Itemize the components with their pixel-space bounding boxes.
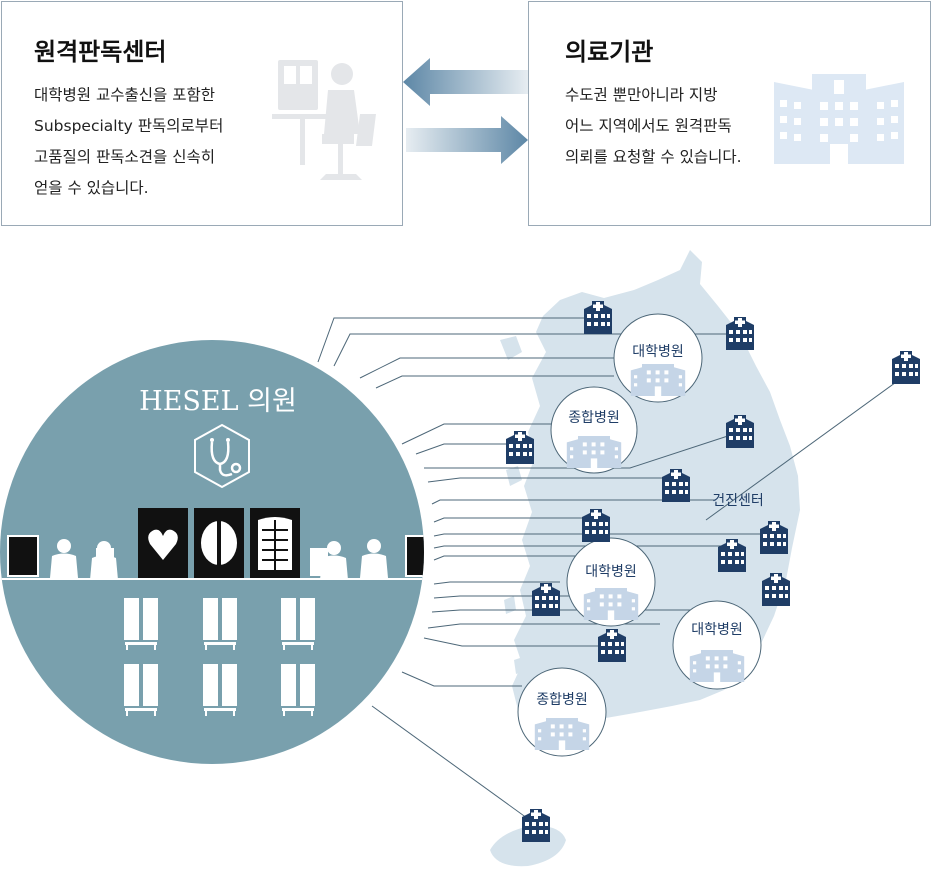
brain-scan-icon <box>194 508 244 578</box>
description-line: 고품질의 판독소견을 신속히 <box>34 148 215 166</box>
remote-reading-center-title: 원격판독센터 <box>34 38 167 66</box>
description-line: 수도권 뿐만아니라 지방 <box>565 86 718 104</box>
medical-institution-description: 수도권 뿐만아니라 지방 어느 지역에서도 원격판독 의뢰를 요청할 수 있습니… <box>565 80 742 173</box>
hospital-marker-icon <box>522 809 550 842</box>
clinic-circle: HESEL 의원 <box>0 340 424 764</box>
hospital-marker-icon <box>892 351 920 384</box>
description-line: 의뢰를 요청할 수 있습니다. <box>565 148 742 166</box>
hospital-circle: 종합병원 <box>517 667 607 757</box>
connection-lines <box>317 317 911 827</box>
arrow-right-icon <box>406 116 528 164</box>
description-line: Subspecialty 판독의로부터 <box>34 117 224 135</box>
description-line: 얻을 수 있습니다. <box>34 179 149 197</box>
remote-reading-center-description: 대학병원 교수출신을 포함한 Subspecialty 판독의로부터 고품질의 … <box>34 80 223 204</box>
checkup-center-label: 건진센터 <box>712 493 764 509</box>
hospital-label: 대학병원 <box>691 622 743 638</box>
hospital-circle: 대학병원 <box>672 600 762 690</box>
hospital-circle: 대학병원 <box>613 313 703 403</box>
hospital-label: 종합병원 <box>536 692 588 708</box>
hospital-label: 대학병원 <box>585 564 637 580</box>
hospital-circle: 종합병원 <box>550 386 638 474</box>
chest-xray-icon <box>250 508 300 578</box>
arrow-left-icon <box>403 58 528 106</box>
hospital-label: 대학병원 <box>632 344 684 360</box>
description-line: 대학병원 교수출신을 포함한 <box>34 86 215 104</box>
clinic-name: HESEL 의원 <box>139 386 297 417</box>
hospital-circle: 대학병원 <box>566 537 656 627</box>
description-line: 어느 지역에서도 원격판독 <box>565 117 732 135</box>
heart-scan-icon <box>138 508 188 578</box>
medical-institution-title: 의료기관 <box>565 38 654 66</box>
stethoscope-icon <box>194 423 250 489</box>
hospital-label: 종합병원 <box>568 410 620 426</box>
